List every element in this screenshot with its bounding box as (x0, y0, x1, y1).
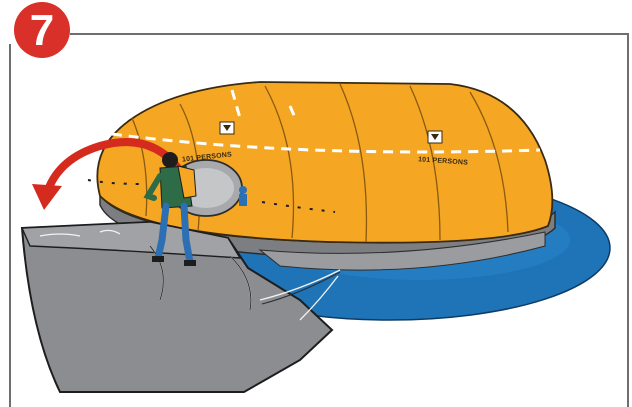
crew-figure-small (239, 186, 247, 206)
canopy-emblem (428, 131, 442, 143)
canopy-emblem (220, 122, 234, 134)
step-number-badge: 7 (14, 2, 70, 58)
step-number: 7 (30, 9, 54, 53)
curved-arrow-head (32, 184, 62, 210)
